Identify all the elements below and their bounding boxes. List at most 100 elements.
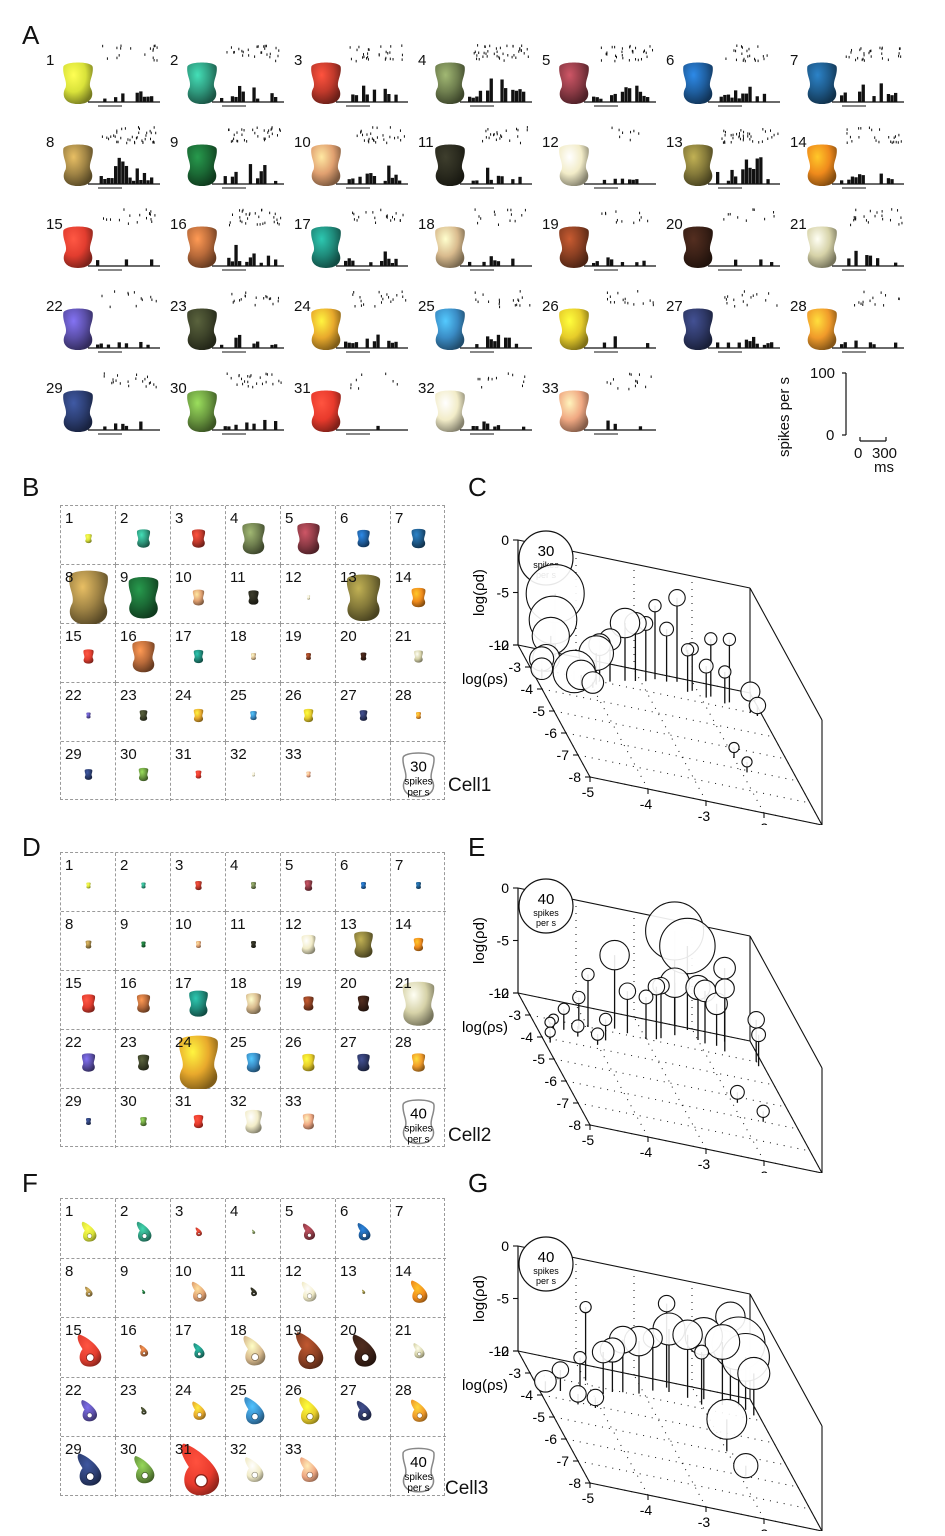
x-tick-label: -3 bbox=[698, 1156, 711, 1172]
spike-raster bbox=[474, 208, 526, 226]
spike-raster bbox=[356, 126, 405, 145]
data-point-circle bbox=[748, 696, 767, 715]
size-grid-shape bbox=[357, 1222, 371, 1241]
size-legend-text: spikes bbox=[404, 1472, 432, 1483]
size-grid-shape bbox=[142, 1289, 146, 1294]
psth-histogram bbox=[584, 336, 656, 353]
x-tick-label: -4 bbox=[640, 1144, 653, 1160]
size-legend-text: per s bbox=[407, 788, 429, 799]
stimulus-number: 7 bbox=[395, 510, 404, 527]
spike-raster bbox=[102, 44, 158, 62]
psth-histogram bbox=[832, 250, 904, 271]
stimulus-shape-icon bbox=[142, 1289, 146, 1294]
stimulus-number: 20 bbox=[340, 1322, 357, 1340]
plot-box-edge bbox=[749, 1040, 823, 1173]
size-grid-shape bbox=[193, 649, 204, 664]
stimulus-raster-psth bbox=[435, 126, 532, 189]
size-grid-shape bbox=[141, 882, 146, 889]
cell3-label: Cell3 bbox=[445, 1478, 489, 1499]
size-grid-shape bbox=[303, 996, 314, 1011]
cell3-3d-scatter: -5-4-3-2-1-8-7-6-5-4-3-20-5-10log(α)log(… bbox=[462, 1236, 823, 1531]
y-tick-label: -7 bbox=[557, 1453, 570, 1469]
psth-histogram bbox=[336, 251, 408, 271]
stimulus-shape-icon bbox=[191, 1281, 207, 1302]
size-grid-cell: 33 bbox=[281, 1437, 336, 1497]
psth-histogram bbox=[584, 85, 656, 107]
stimulus-shape-icon bbox=[311, 144, 341, 186]
data-point-circle bbox=[751, 1027, 767, 1043]
stimulus-shape-icon bbox=[357, 1222, 371, 1241]
spike-raster bbox=[854, 290, 900, 307]
size-grid-shape bbox=[362, 1289, 366, 1294]
size-grid-shape bbox=[336, 742, 391, 801]
size-grid-cell: 25 bbox=[226, 1030, 281, 1089]
stimulus-number: 8 bbox=[65, 916, 74, 933]
spike-raster bbox=[350, 372, 398, 390]
size-legend-circle bbox=[518, 1236, 574, 1292]
size-grid-shape bbox=[191, 529, 206, 548]
stimulus-shape-icon bbox=[411, 587, 426, 608]
size-grid-shape bbox=[410, 1280, 428, 1303]
stimulus-shape-icon bbox=[81, 1053, 96, 1072]
stimulus-number: 14 bbox=[790, 134, 807, 151]
data-point-circle bbox=[590, 1027, 605, 1041]
stimulus-shape-icon bbox=[357, 1053, 370, 1072]
stimulus-shape-icon bbox=[245, 1457, 264, 1483]
stimulus-number: 5 bbox=[285, 510, 294, 527]
stimulus-shape-icon bbox=[187, 144, 217, 186]
psth-histogram bbox=[832, 173, 904, 189]
stimulus-cell: 15 bbox=[40, 204, 162, 284]
size-grid-cell: 27 bbox=[336, 1030, 391, 1089]
size-grid-shape bbox=[357, 1053, 370, 1072]
psth-histogram bbox=[584, 257, 656, 271]
size-grid-shape bbox=[245, 1109, 262, 1134]
size-grid-cell: 2 bbox=[116, 853, 171, 912]
stimulus-shape-icon bbox=[245, 1109, 262, 1134]
stimulus-number: 17 bbox=[175, 1322, 192, 1340]
stimulus-shape-icon bbox=[346, 574, 381, 622]
size-legend-outline bbox=[402, 752, 435, 798]
stimulus-raster-psth bbox=[311, 372, 408, 435]
size-grid-cell: 4 bbox=[226, 506, 281, 565]
size-grid-cell: 29 bbox=[61, 1437, 116, 1497]
stimulus-number: 6 bbox=[666, 52, 675, 69]
size-grid-cell: 16 bbox=[116, 971, 171, 1030]
stimulus-shape-icon bbox=[139, 1345, 149, 1357]
size-grid-cell: 7 bbox=[391, 1199, 446, 1259]
stimulus-shape-icon bbox=[187, 390, 217, 432]
size-grid-cell: 6 bbox=[336, 506, 391, 565]
spike-raster bbox=[611, 126, 640, 142]
size-grid-cell: 7 bbox=[391, 853, 446, 912]
stimulus-cell: 30 bbox=[164, 368, 286, 448]
size-grid-shape bbox=[415, 881, 422, 890]
stimulus-shape-icon bbox=[85, 1286, 93, 1297]
stimulus-number: 27 bbox=[340, 1381, 357, 1399]
stimulus-number: 2 bbox=[120, 857, 129, 874]
size-grid-cell: 12 bbox=[281, 912, 336, 971]
stimulus-number: 4 bbox=[230, 857, 239, 874]
stimulus-number: 9 bbox=[120, 1262, 129, 1280]
data-point-circle bbox=[659, 917, 716, 975]
size-grid-cell: 3 bbox=[171, 853, 226, 912]
y-tick-label: -4 bbox=[521, 681, 534, 697]
size-grid-shape bbox=[132, 641, 155, 673]
stimulus-shape-icon bbox=[360, 881, 367, 890]
stimulus-shape-icon bbox=[179, 1035, 218, 1089]
size-grid-shape bbox=[411, 528, 426, 549]
stimulus-number: 22 bbox=[65, 1381, 82, 1399]
data-point-circle bbox=[647, 977, 666, 996]
size-grid-cell: 15 bbox=[61, 971, 116, 1030]
spike-raster bbox=[724, 290, 778, 308]
stimulus-number: 15 bbox=[65, 628, 82, 645]
size-grid-shape bbox=[410, 1399, 428, 1422]
stimulus-number: 3 bbox=[175, 1203, 184, 1220]
stimulus-number: 33 bbox=[285, 1093, 302, 1110]
size-grid-shape bbox=[336, 1437, 391, 1497]
stimulus-cell: 14 bbox=[784, 122, 906, 202]
size-grid-shape bbox=[357, 529, 370, 548]
psth-histogram bbox=[460, 167, 532, 189]
stimulus-shape-icon bbox=[299, 1396, 320, 1425]
size-grid-cell: 26 bbox=[281, 1030, 336, 1089]
